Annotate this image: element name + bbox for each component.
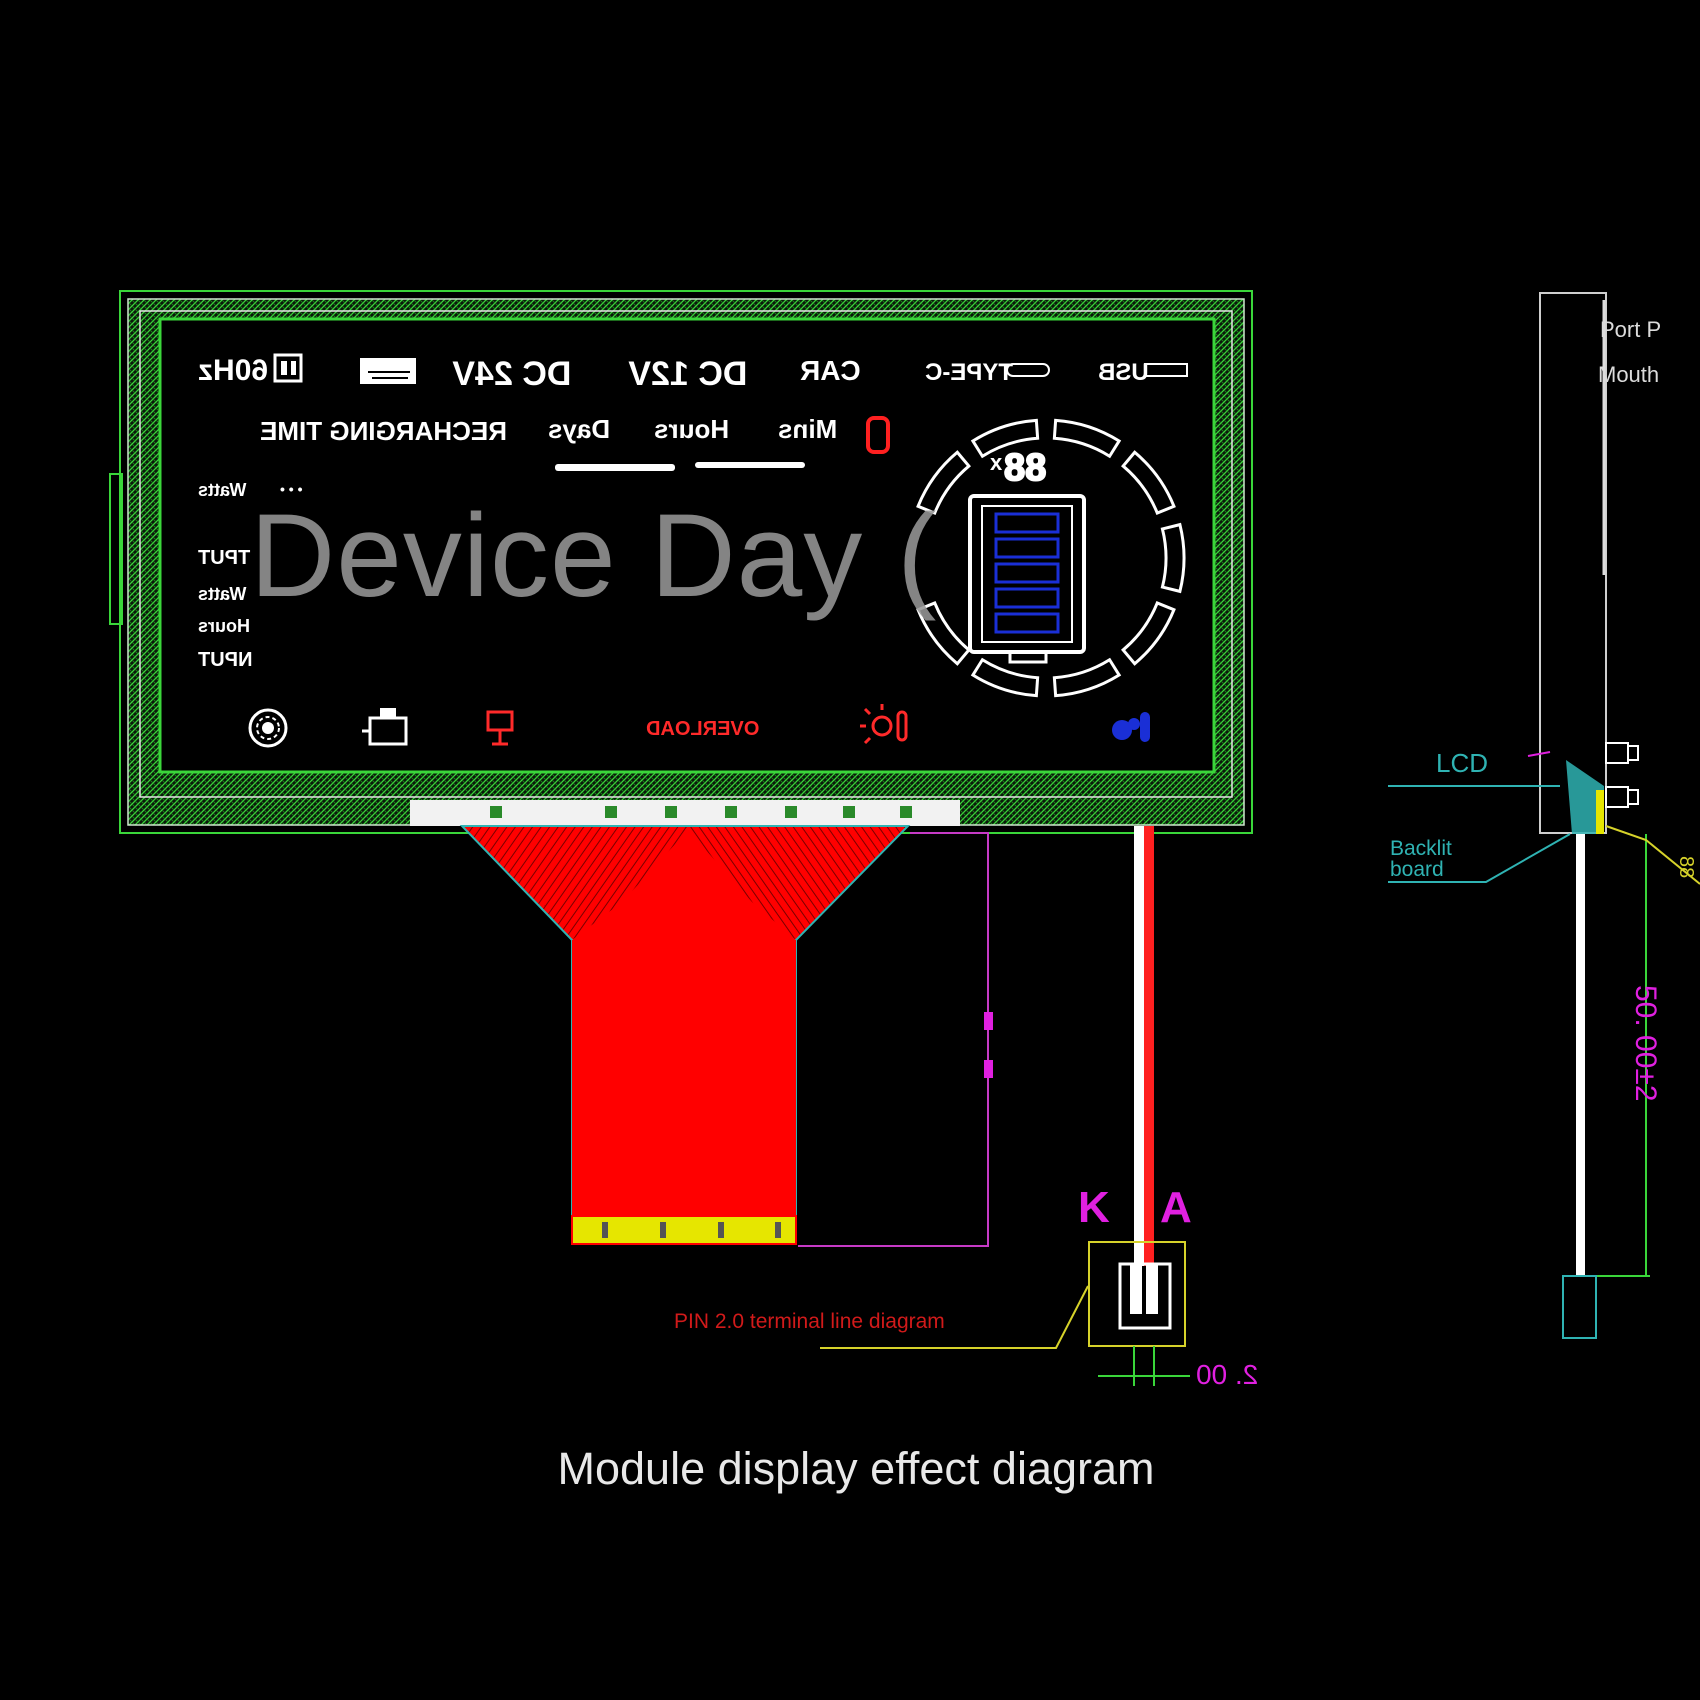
side-connector xyxy=(1562,1275,1597,1339)
battery-bar xyxy=(994,587,1060,609)
gauge-segment xyxy=(916,601,971,666)
dimension-label: 50. 00±2 xyxy=(1629,985,1662,1102)
pitch-dimension: 2. 00 xyxy=(1196,1359,1258,1390)
hours-text: Hours xyxy=(654,414,729,444)
hz-indicator: 60Hz xyxy=(198,353,303,387)
usb-text: USB xyxy=(1098,359,1149,386)
battery-pack-icon xyxy=(360,358,416,384)
fpc-center xyxy=(572,830,796,940)
battery-gauge: 88 x xyxy=(916,418,1186,698)
days-text: Days xyxy=(548,414,610,444)
diagram-caption: Module display effect diagram xyxy=(557,1443,1155,1494)
backlit-label-1: Backlit xyxy=(1390,837,1452,860)
lcd-top-row: 60Hz DC 24V DC 12V CAR TYPE-C USB xyxy=(198,353,1188,393)
backlight-connector: K A 2. 00 PIN 2.0 terminal line diagram xyxy=(674,826,1258,1390)
battery-bar xyxy=(994,537,1060,559)
fpc-gold-fingers xyxy=(571,1215,797,1245)
typec-text: TYPE-C xyxy=(925,359,1013,386)
gauge-segment xyxy=(916,450,971,515)
k-label: K xyxy=(1078,1183,1110,1232)
fpc-tail xyxy=(572,940,796,1216)
battery-bar xyxy=(994,612,1060,634)
fan-icon xyxy=(248,708,288,748)
side-port-1 xyxy=(1605,742,1629,764)
gauge-digits: 88 xyxy=(1004,447,1046,489)
temperature-warning-icon xyxy=(486,710,514,746)
gauge-segment xyxy=(1121,601,1176,666)
frame-left-tab xyxy=(109,473,123,625)
car-text: CAR xyxy=(800,355,861,386)
cold-temperature-icon xyxy=(1112,712,1150,742)
typec-indicator: TYPE-C xyxy=(925,359,1050,386)
lcd-bottom-row: OVERLOAD xyxy=(248,704,1150,748)
side-port-2 xyxy=(1605,786,1629,808)
gauge-segment xyxy=(1052,418,1122,459)
warning-icon xyxy=(866,416,890,454)
gauge-segment xyxy=(1121,450,1176,515)
fpc-cable xyxy=(459,825,993,1247)
connector-housing xyxy=(1118,1262,1172,1330)
svg-text:88: 88 xyxy=(1675,856,1697,878)
nput-text: NPUT xyxy=(198,649,252,671)
plug-icon xyxy=(362,708,408,746)
battery-bar xyxy=(994,562,1060,584)
side-wire xyxy=(1576,834,1585,1276)
side-view: Port P Mouth LCD Backlit board 88 50. 00… xyxy=(1388,292,1700,1339)
battery-bar xyxy=(994,512,1060,534)
gauge-unit: x xyxy=(990,450,1003,475)
fpc-length-dimension xyxy=(798,832,989,1247)
sun-heat-icon xyxy=(860,704,908,745)
lcd-active-area xyxy=(158,317,1216,774)
port-label-2: Mouth xyxy=(1598,362,1659,387)
connector-housing-outline xyxy=(1088,1241,1186,1347)
fpc-finger-marks xyxy=(602,1222,781,1238)
lcd-label: LCD xyxy=(1436,748,1488,778)
lcd-recharging-row: RECHARGING TIME Days Hours Mins xyxy=(260,414,890,471)
gauge-ring xyxy=(916,418,1186,698)
gauge-segment xyxy=(1160,522,1186,594)
gauge-segment xyxy=(1052,657,1122,698)
dc12-text: DC 12V xyxy=(628,355,747,393)
pin-leader-line xyxy=(820,1285,1089,1349)
hours-left-text: Hours xyxy=(198,616,250,636)
a-label: A xyxy=(1160,1183,1192,1232)
pin-strip-marks xyxy=(490,806,912,818)
recharging-time-text: RECHARGING TIME xyxy=(260,416,507,446)
tput-text: TPUT xyxy=(198,547,250,569)
bezel-inner-line xyxy=(139,310,1233,798)
port-label-1: Port P xyxy=(1600,317,1661,342)
hz-text: 60Hz xyxy=(198,354,268,387)
gauge-segment xyxy=(970,418,1040,459)
watts-text: Watts xyxy=(198,584,246,604)
lcd-front-view: 60Hz DC 24V DC 12V CAR TYPE-C USB RECHAR… xyxy=(109,290,1253,834)
lcd-left-column: Watts • • • TPUT Watts Hours NPUT xyxy=(198,480,303,671)
side-lcd-layer xyxy=(1566,760,1604,834)
overload-text: OVERLOAD xyxy=(646,718,759,740)
backlit-label-2: board xyxy=(1390,858,1444,881)
gauge-segment xyxy=(970,657,1040,698)
pin-label: PIN 2.0 terminal line diagram xyxy=(674,1310,945,1333)
dc24-text: DC 24V xyxy=(452,355,571,393)
mins-text: Mins xyxy=(778,414,837,444)
svg-text:• • •: • • • xyxy=(280,481,303,497)
watermark: Device Day ( xyxy=(250,490,938,622)
battery-icon xyxy=(968,494,1086,664)
wire-white xyxy=(1134,826,1144,1266)
watts-top-text: Watts xyxy=(198,480,246,500)
wire-red xyxy=(1144,826,1154,1266)
usb-indicator: USB xyxy=(1098,359,1188,386)
battery-level-bars xyxy=(994,512,1060,634)
